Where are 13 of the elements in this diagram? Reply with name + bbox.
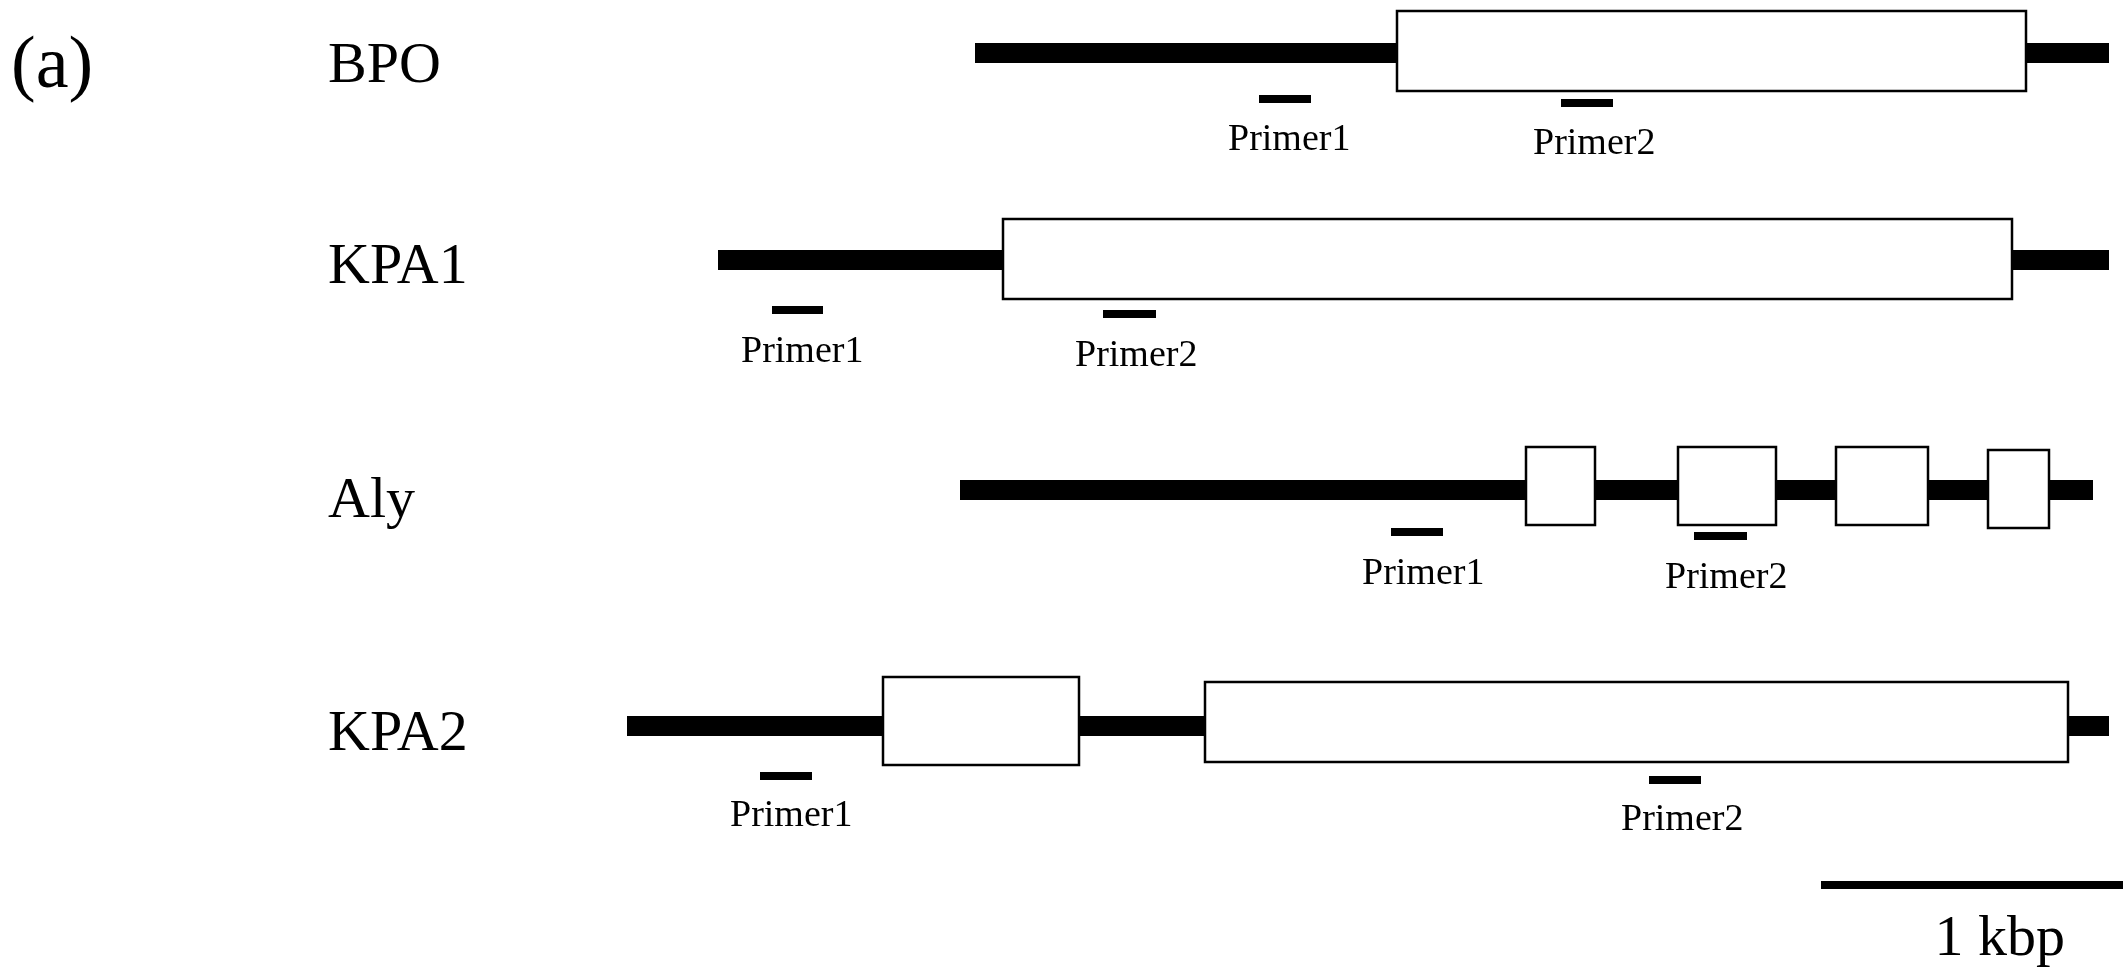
gene-label: Aly <box>328 469 415 527</box>
primer-label: Primer1 <box>1228 118 1351 156</box>
primer-label: Primer2 <box>1621 798 1744 836</box>
primer-label: Primer1 <box>730 794 853 832</box>
gene-label: KPA1 <box>328 235 468 293</box>
gene-label: KPA2 <box>328 702 468 760</box>
primer-label: Primer1 <box>1362 552 1485 590</box>
gene-label: BPO <box>328 34 441 92</box>
primer-label: Primer2 <box>1075 334 1198 372</box>
primer-label: Primer2 <box>1533 122 1656 160</box>
primer-label: Primer1 <box>741 330 864 368</box>
scale-label: 1 kbp <box>1934 907 2065 965</box>
primer-label: Primer2 <box>1665 556 1788 594</box>
